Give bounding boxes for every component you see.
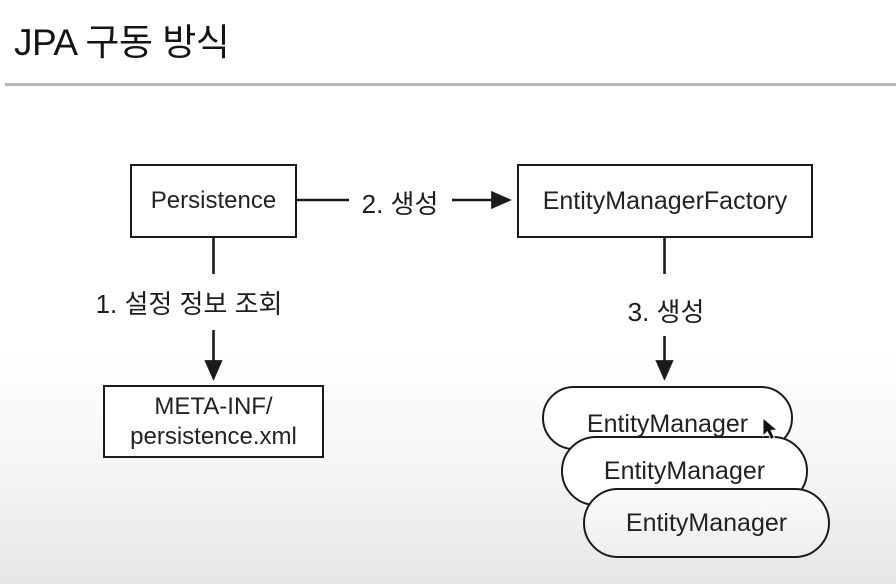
- persistence-label: Persistence: [150, 187, 277, 214]
- entity-manager-factory-node: EntityManagerFactory: [517, 164, 813, 238]
- persistence-node: Persistence: [130, 164, 297, 238]
- meta-inf-line2: persistence.xml: [130, 422, 297, 450]
- entity-manager-pill: EntityManager: [583, 488, 830, 558]
- entity-manager-label: EntityManager: [586, 410, 749, 438]
- page-title: JPA 구동 방식: [14, 22, 230, 63]
- title-divider: [5, 83, 896, 86]
- mouse-cursor-icon: [762, 417, 779, 441]
- step2-label: 2. 생성: [361, 189, 439, 219]
- entity-manager-label: EntityManager: [603, 456, 766, 485]
- step1-label: 1. 설정 정보 조회: [95, 289, 283, 319]
- step3-label: 3. 생성: [627, 297, 705, 327]
- meta-inf-node: META-INF/ persistence.xml: [103, 385, 324, 458]
- entity-manager-label: EntityManager: [625, 508, 788, 537]
- meta-inf-line1: META-INF/: [154, 393, 273, 421]
- entity-manager-factory-label: EntityManagerFactory: [542, 186, 788, 215]
